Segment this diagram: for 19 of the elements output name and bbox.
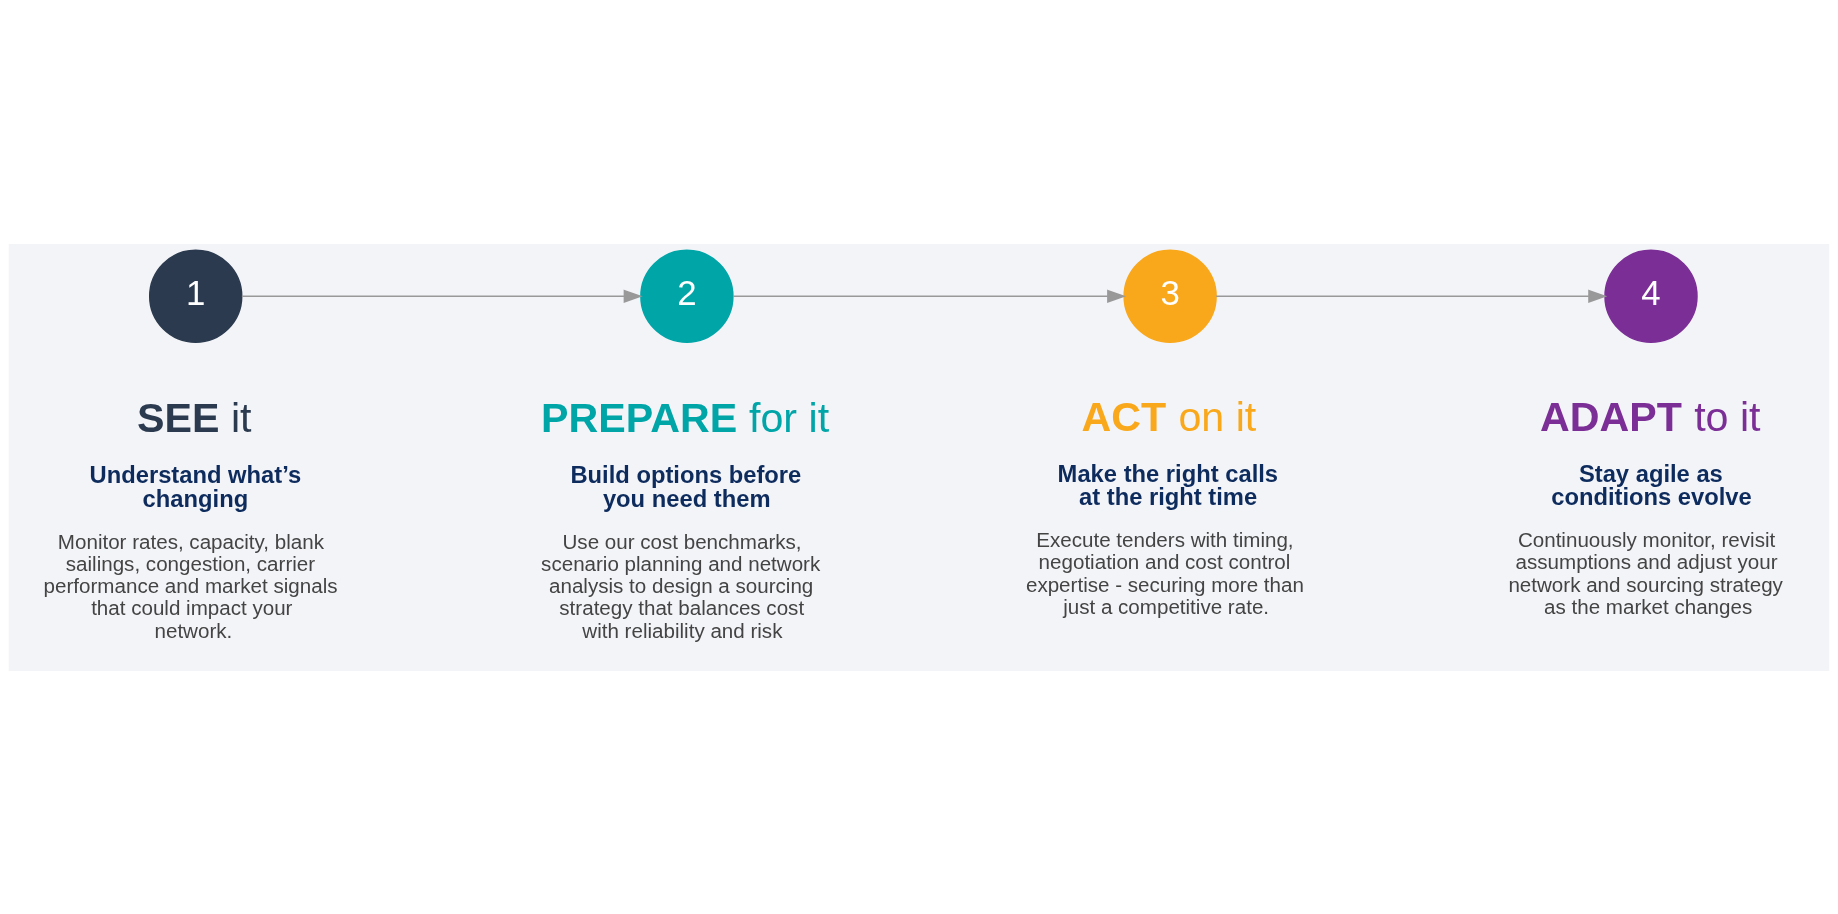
- node-label: Continuously monitor, revisit assumptions and adjust your network and sourcing strategy as the market changes: [1508, 527, 1783, 618]
- node-label: Stay agile as conditions evolve: [1551, 459, 1752, 510]
- node-circle: 2: [640, 249, 734, 343]
- node-circle: 4: [1604, 249, 1698, 343]
- node-label: ACT on it: [1081, 393, 1257, 440]
- node-label: Understand what’s changing: [89, 460, 302, 512]
- node-circle: 3: [1123, 249, 1217, 343]
- arrow: [241, 289, 643, 303]
- node-label: Build options before you need them: [570, 460, 802, 512]
- node-label: PREPARE for it: [541, 394, 830, 441]
- node-label: Use our cost benchmarks, scenario planning and network analysis to design a sourcing strategy that balances cost with reliability and risk: [541, 529, 821, 642]
- node-label: Make the right calls at the right time: [1057, 459, 1279, 510]
- node-label: Monitor rates, capacity, blank sailings, congestion, carrier performance and market signals that could impact your network.: [43, 529, 338, 642]
- node-label: SEE it: [137, 394, 252, 441]
- node-circle: 1: [149, 249, 243, 343]
- arrow: [1215, 289, 1608, 303]
- node-label: Execute tenders with timing, negotiation and cost control expertise - securing more than just a competitive rate.: [1025, 527, 1304, 618]
- node-label: ADAPT to it: [1540, 393, 1761, 440]
- arrow: [732, 289, 1127, 303]
